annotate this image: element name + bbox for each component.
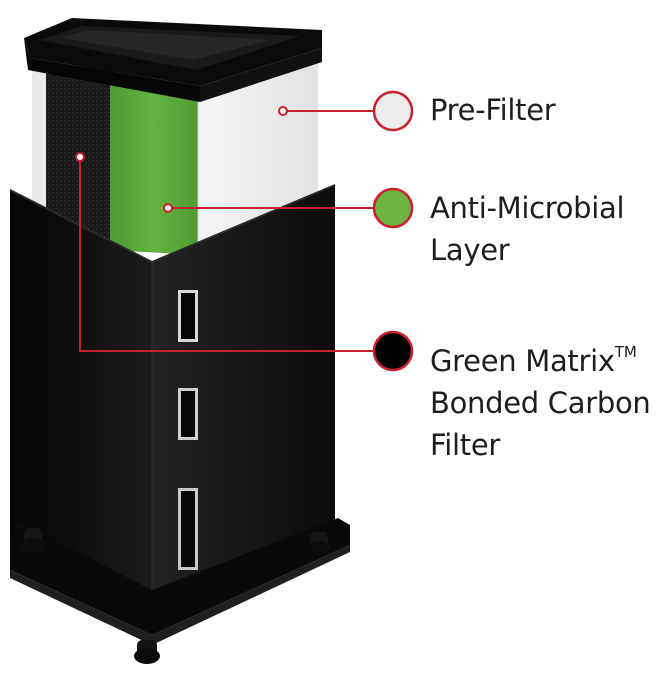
caster-wheel <box>308 532 330 555</box>
leader-lines <box>79 110 373 352</box>
legend-swatches <box>372 90 414 372</box>
pre-filter-label: Pre-Filter <box>430 89 556 131</box>
anti-microbial-label-line1: Anti-Microbial <box>430 191 625 225</box>
carbon-filter-name: Green Matrix <box>430 344 615 378</box>
pre-filter-left-strip <box>32 60 46 215</box>
trademark-symbol: TM <box>614 343 637 361</box>
anti-microbial-marker <box>163 203 173 213</box>
anti-microbial-label: Anti-Microbial Layer <box>430 187 625 271</box>
caster-base <box>10 518 350 664</box>
cabinet <box>9 184 336 612</box>
pre-filter-label-line: Pre-Filter <box>430 93 556 127</box>
carbon-filter-label-line2: Bonded Carbon <box>430 386 651 420</box>
caster-wheel <box>21 528 45 554</box>
pre-filter-marker <box>278 106 288 116</box>
top-rim <box>24 18 322 102</box>
carbon-filter-label: Green MatrixTM Bonded Carbon Filter <box>430 331 651 466</box>
carbon-filter-label-line3: Filter <box>430 428 501 462</box>
anti-microbial-label-line2: Layer <box>430 233 510 267</box>
carbon-filter-label-line1: Green MatrixTM <box>430 331 650 382</box>
leader-markers <box>75 106 288 213</box>
pre-filter-swatch <box>372 90 414 132</box>
caster-wheel <box>134 640 160 664</box>
anti-microbial-swatch <box>372 187 414 229</box>
carbon-swatch <box>372 330 414 372</box>
carbon-marker <box>75 152 85 162</box>
